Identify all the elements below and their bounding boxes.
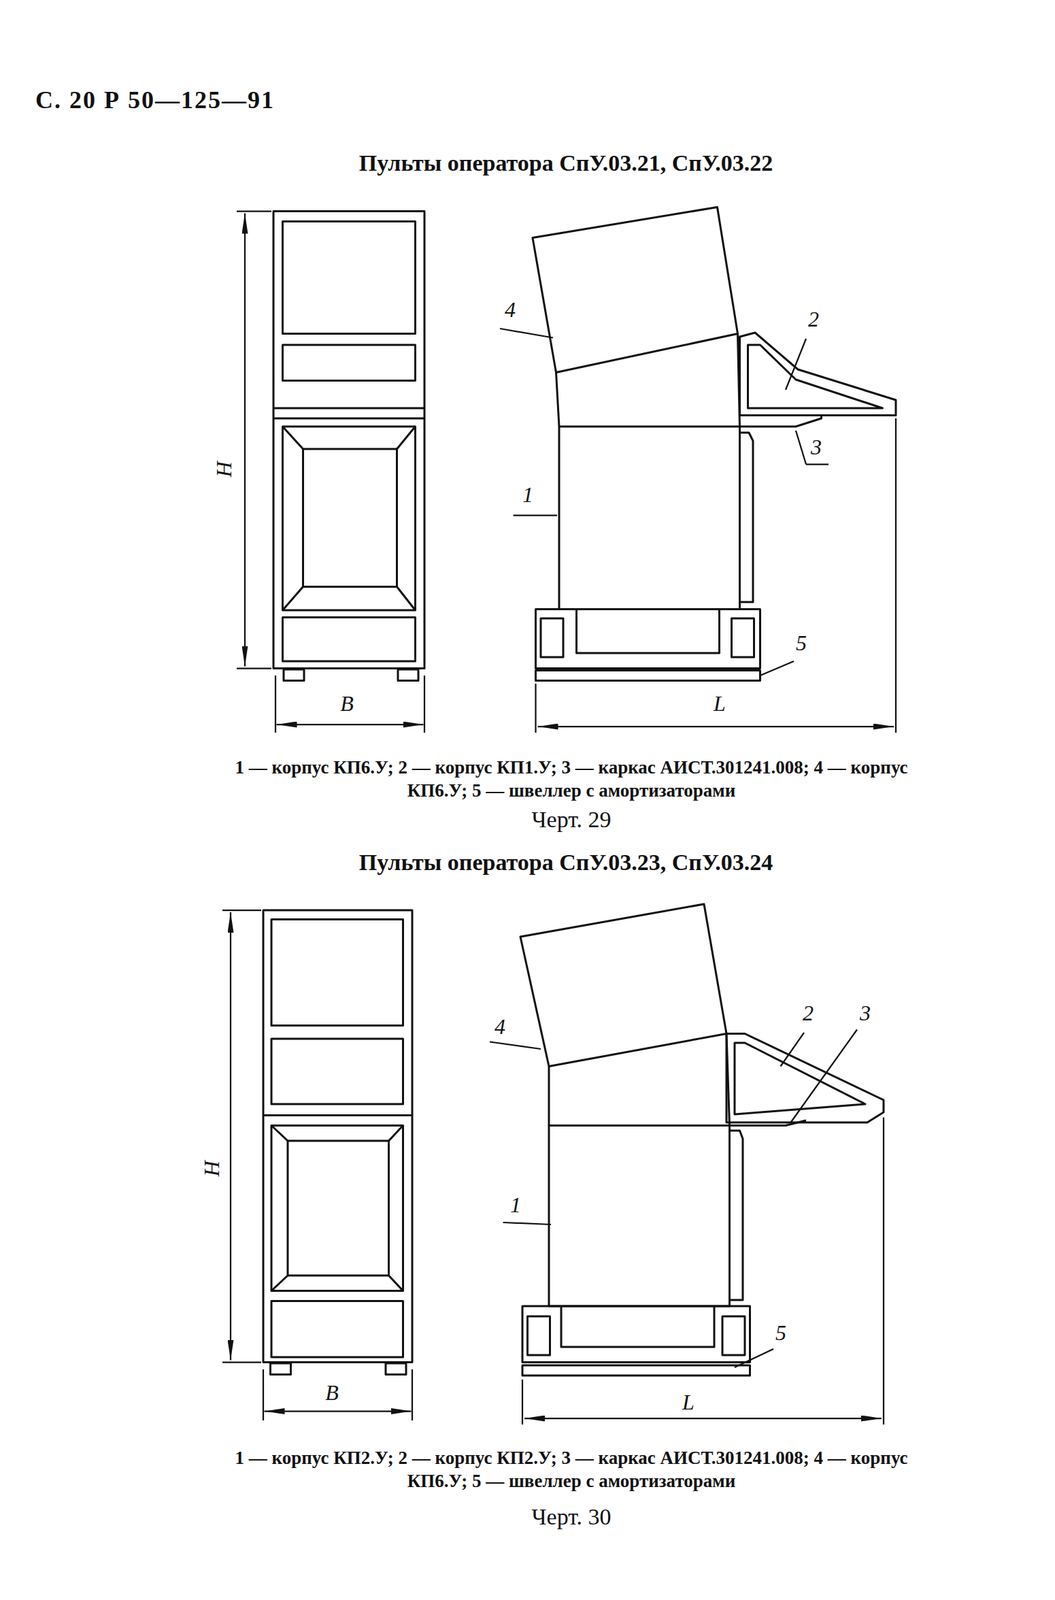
leader-lines <box>499 328 829 676</box>
callout-number: 5 <box>794 631 809 656</box>
figure-title: Пульты оператора СпУ.03.21, СпУ.03.22 <box>359 150 774 176</box>
dimension-label: H <box>199 1158 224 1179</box>
callout-number: 2 <box>806 307 821 332</box>
dimension-lines <box>236 211 425 734</box>
leader-lines <box>489 1029 858 1368</box>
part-list: 1 — корпус КП2.У; 2 — корпус КП2.У; 3 — … <box>227 1446 915 1494</box>
callout-number: 1 <box>508 1193 523 1217</box>
dimension-label: B <box>323 1380 341 1405</box>
callout-number: 4 <box>503 297 517 322</box>
front-view <box>273 211 425 681</box>
callout-number: 3 <box>858 1001 873 1026</box>
dimension-label: B <box>338 691 356 716</box>
side-view <box>532 207 896 681</box>
callout-number: 3 <box>809 435 824 460</box>
front-view <box>263 910 413 1375</box>
callout-number: 2 <box>801 1001 815 1026</box>
dimension-label: H <box>212 459 237 479</box>
figure-title: Пульты оператора СпУ.03.23, СпУ.03.24 <box>359 849 774 875</box>
dimension-lines <box>522 1117 884 1426</box>
dimension-lines <box>536 418 897 733</box>
figure-caption: Черт. 30 <box>531 1503 611 1530</box>
side-view <box>520 903 884 1376</box>
callout-number: 1 <box>521 482 535 507</box>
dimension-label: L <box>680 1390 697 1415</box>
figure-caption: Черт. 29 <box>531 806 611 832</box>
dimension-lines <box>222 910 413 1421</box>
dimension-label: L <box>711 691 728 716</box>
page-header: С. 20 Р 50—125—91 <box>35 87 275 115</box>
callout-number: 5 <box>774 1320 788 1345</box>
callout-number: 4 <box>493 1014 507 1039</box>
part-list: 1 — корпус КП6.У; 2 — корпус КП1.У; 3 — … <box>227 756 915 803</box>
